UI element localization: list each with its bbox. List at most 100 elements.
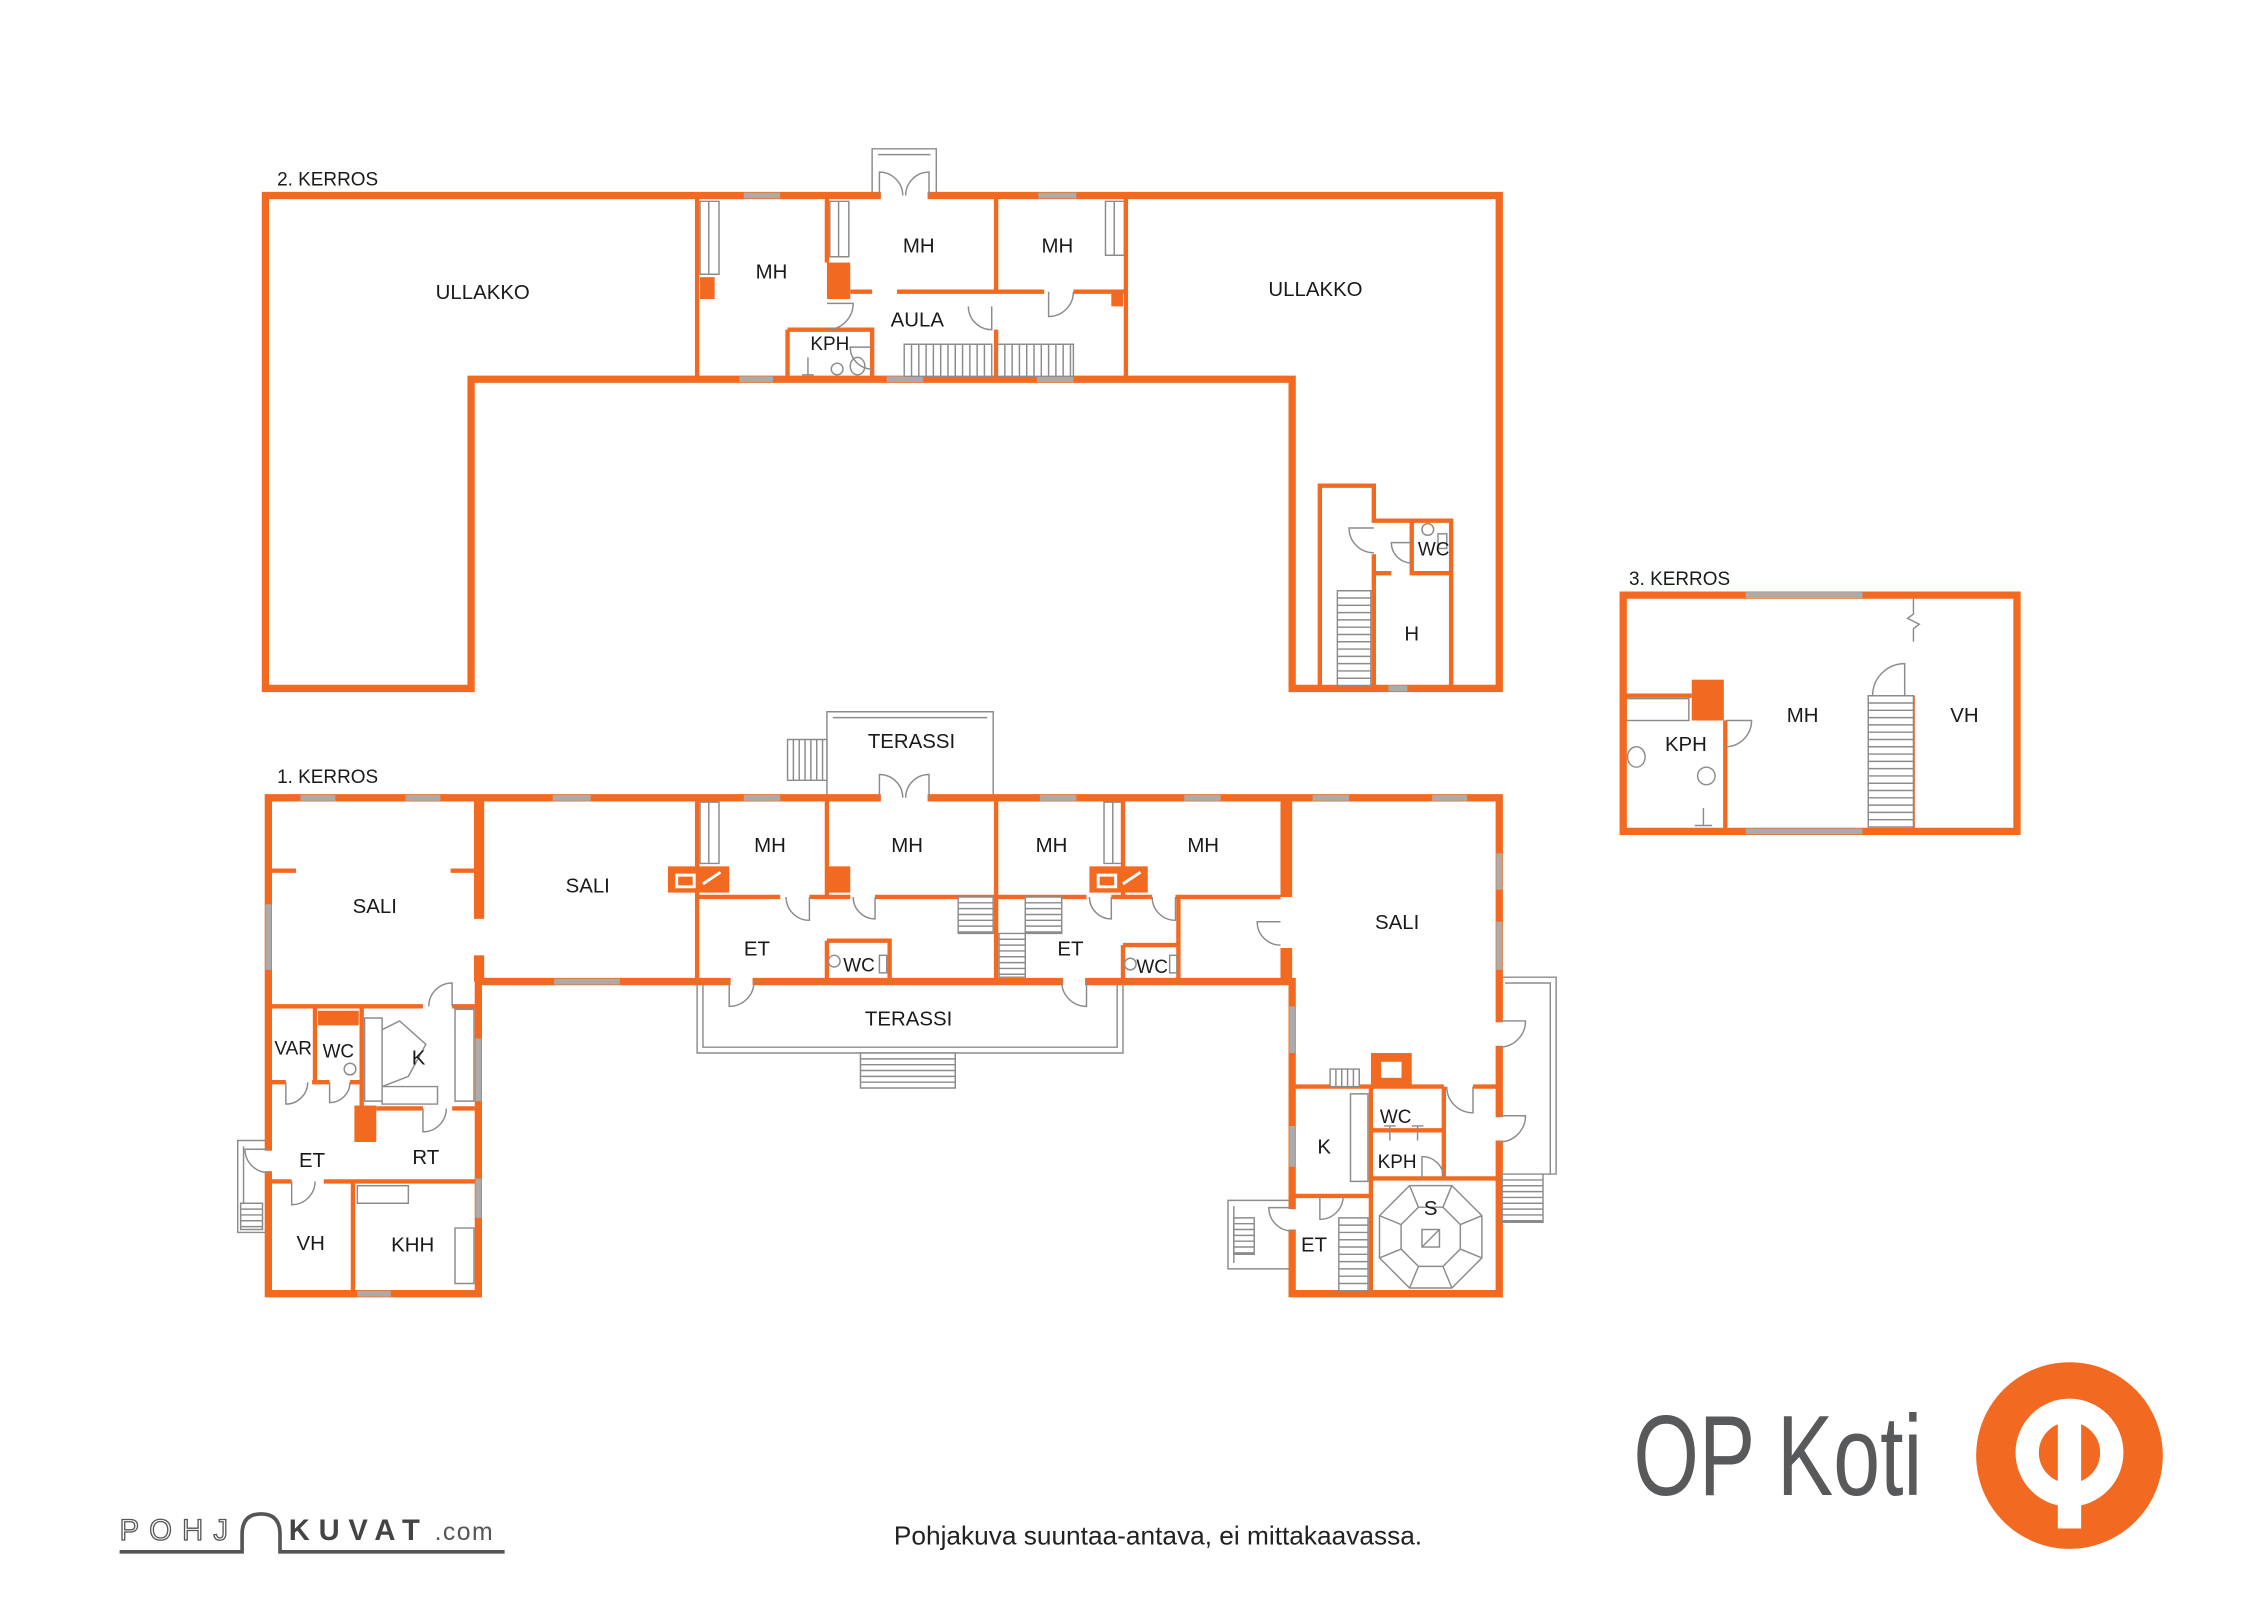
floor-2-fireplace — [700, 277, 715, 300]
floor-2-wc-sink — [1437, 533, 1448, 550]
floor-2-title: 2. KERROS — [277, 169, 378, 190]
room-label-sali-right: SALI — [1375, 912, 1419, 934]
brand-block: OP Koti — [1633, 1362, 2163, 1549]
credit-underline-arch — [119, 1512, 505, 1554]
hall-stair-3 — [998, 932, 1026, 978]
sali-divider-wall-upper — [473, 797, 485, 919]
pohjakuvat-logo: POHJ KUVAT .com — [119, 1512, 505, 1554]
floor-2-wing-stair — [1336, 589, 1372, 687]
hall-stair-1 — [957, 896, 994, 935]
wc-left-sink — [343, 1062, 357, 1076]
room-label-wc-right: WC — [1380, 1107, 1412, 1128]
room-label-mh-3: MH — [1036, 835, 1068, 857]
kph-showers — [1384, 1125, 1424, 1141]
room-label-mh-right: MH — [1041, 235, 1073, 257]
room-label-terassi-top: TERASSI — [868, 731, 955, 753]
floor-3-stair — [1867, 694, 1915, 828]
right-balcony — [1499, 976, 1557, 1175]
kitchen-hatch-stair — [1329, 1068, 1360, 1088]
floor-3-bathtub — [1625, 697, 1690, 722]
room-label-et-2: ET — [1057, 938, 1083, 960]
wc-1-toilet — [878, 954, 888, 974]
floor-2-windows — [739, 192, 1408, 692]
kitchen-chimney-right-flue — [1381, 1061, 1402, 1078]
right-et-stair — [1338, 1217, 1369, 1292]
sali-divider-wall-lower — [473, 955, 485, 982]
room-label-sali-left: SALI — [353, 896, 397, 918]
wc-2-toilet — [1168, 954, 1178, 974]
room-label-kph: KPH — [1665, 734, 1707, 756]
room-label-et-1: ET — [744, 938, 770, 960]
kitchen-counters-left — [363, 1008, 475, 1105]
floor-1-exterior-openings — [263, 792, 1505, 1230]
room-label-wc-2: WC — [1136, 957, 1168, 978]
credit-text-pohj: POHJ — [120, 1515, 239, 1547]
terrace-bottom-stair — [859, 1052, 956, 1089]
room-label-terassi-bottom: TERASSI — [865, 1008, 952, 1030]
room-label-k-left: K — [412, 1048, 426, 1070]
credit-text-domain: .com — [435, 1519, 495, 1546]
floor-3-doors — [1725, 662, 1906, 748]
sauna-stove-mark — [1421, 1228, 1440, 1248]
floor-1-windows — [265, 794, 1503, 1297]
wc-1-sink — [827, 954, 841, 968]
sauna-stove — [1421, 1228, 1441, 1248]
room-label-h: H — [1404, 623, 1419, 645]
fireplace-mh-2 — [826, 866, 851, 893]
credit-text-kuvat: KUVAT — [289, 1515, 429, 1547]
floor-3-interior-walls — [1623, 693, 1728, 832]
fireplace-mh-1-opening — [675, 870, 722, 889]
sauna-benches — [1378, 1184, 1483, 1289]
floor-3: 3. KERROS MH VH KPH — [1619, 569, 2021, 836]
room-label-mh-1: MH — [754, 835, 786, 857]
room-label-ullakko-right: ULLAKKO — [1268, 279, 1362, 301]
op-logo-icon — [1976, 1362, 2163, 1549]
room-label-wc-1: WC — [843, 955, 875, 976]
terrace-top-stair — [786, 738, 828, 782]
room-label-aula: AULA — [891, 310, 945, 332]
floor-3-windows — [1745, 592, 1863, 835]
room-label-wc: WC — [1418, 540, 1450, 561]
room-label-et-right: ET — [1301, 1234, 1327, 1256]
floor-1-doors — [244, 773, 1527, 1232]
floor-3-chimney — [1691, 679, 1724, 721]
right-sali-wall-upper — [1280, 797, 1293, 897]
room-label-kph: KPH — [810, 334, 849, 355]
floor-2-wc-toilet — [1421, 522, 1435, 537]
floor-1: 1. KERROS — [236, 711, 1557, 1298]
room-label-kph: KPH — [1378, 1152, 1417, 1173]
aula-stair-left — [903, 343, 993, 378]
disclaimer-text: Pohjakuva suuntaa-antava, ei mittakaavas… — [894, 1521, 1422, 1551]
room-label-mh-left: MH — [756, 262, 788, 284]
hall-stair-2 — [1024, 896, 1063, 935]
sauna-bench-seams — [1379, 1185, 1483, 1289]
floor-3-toilet — [1626, 746, 1646, 768]
balcony-stair — [1501, 1173, 1544, 1223]
floor-2-kph-toilet — [849, 356, 866, 376]
floor-3-sink — [1696, 766, 1716, 786]
right-sali-wall-lower — [1280, 948, 1293, 982]
left-porch-stair — [239, 1202, 264, 1231]
fireplace-mh-3-opening — [1096, 870, 1142, 889]
floor-2-interior-walls — [694, 195, 1454, 689]
floor-2: 2. KERROS ULLAKKO MH MH MH AULA KPH ULLA… — [261, 148, 1503, 693]
wc-2-sink — [1123, 957, 1137, 971]
room-label-wc-left: WC — [323, 1041, 355, 1062]
room-label-rt: RT — [412, 1147, 439, 1169]
floor-2-outline — [261, 191, 1503, 693]
wc-chimney-left — [317, 1010, 359, 1026]
room-label-mh: MH — [1787, 705, 1819, 727]
room-label-var: VAR — [274, 1038, 312, 1059]
room-label-k-right: K — [1317, 1137, 1331, 1159]
floor-3-outline — [1619, 591, 2021, 836]
floor-3-title: 3. KERROS — [1629, 569, 1730, 590]
floor-1-interior-walls — [268, 797, 1500, 1294]
op-logo-bar — [2057, 1403, 2082, 1529]
kitchen-chimney-left — [354, 1105, 377, 1142]
right-porch-stair — [1233, 1217, 1255, 1256]
floor-2-kph-sink — [830, 362, 844, 376]
room-label-mh-4: MH — [1187, 835, 1219, 857]
room-label-vh: VH — [296, 1233, 324, 1255]
room-label-mh-2: MH — [891, 835, 923, 857]
